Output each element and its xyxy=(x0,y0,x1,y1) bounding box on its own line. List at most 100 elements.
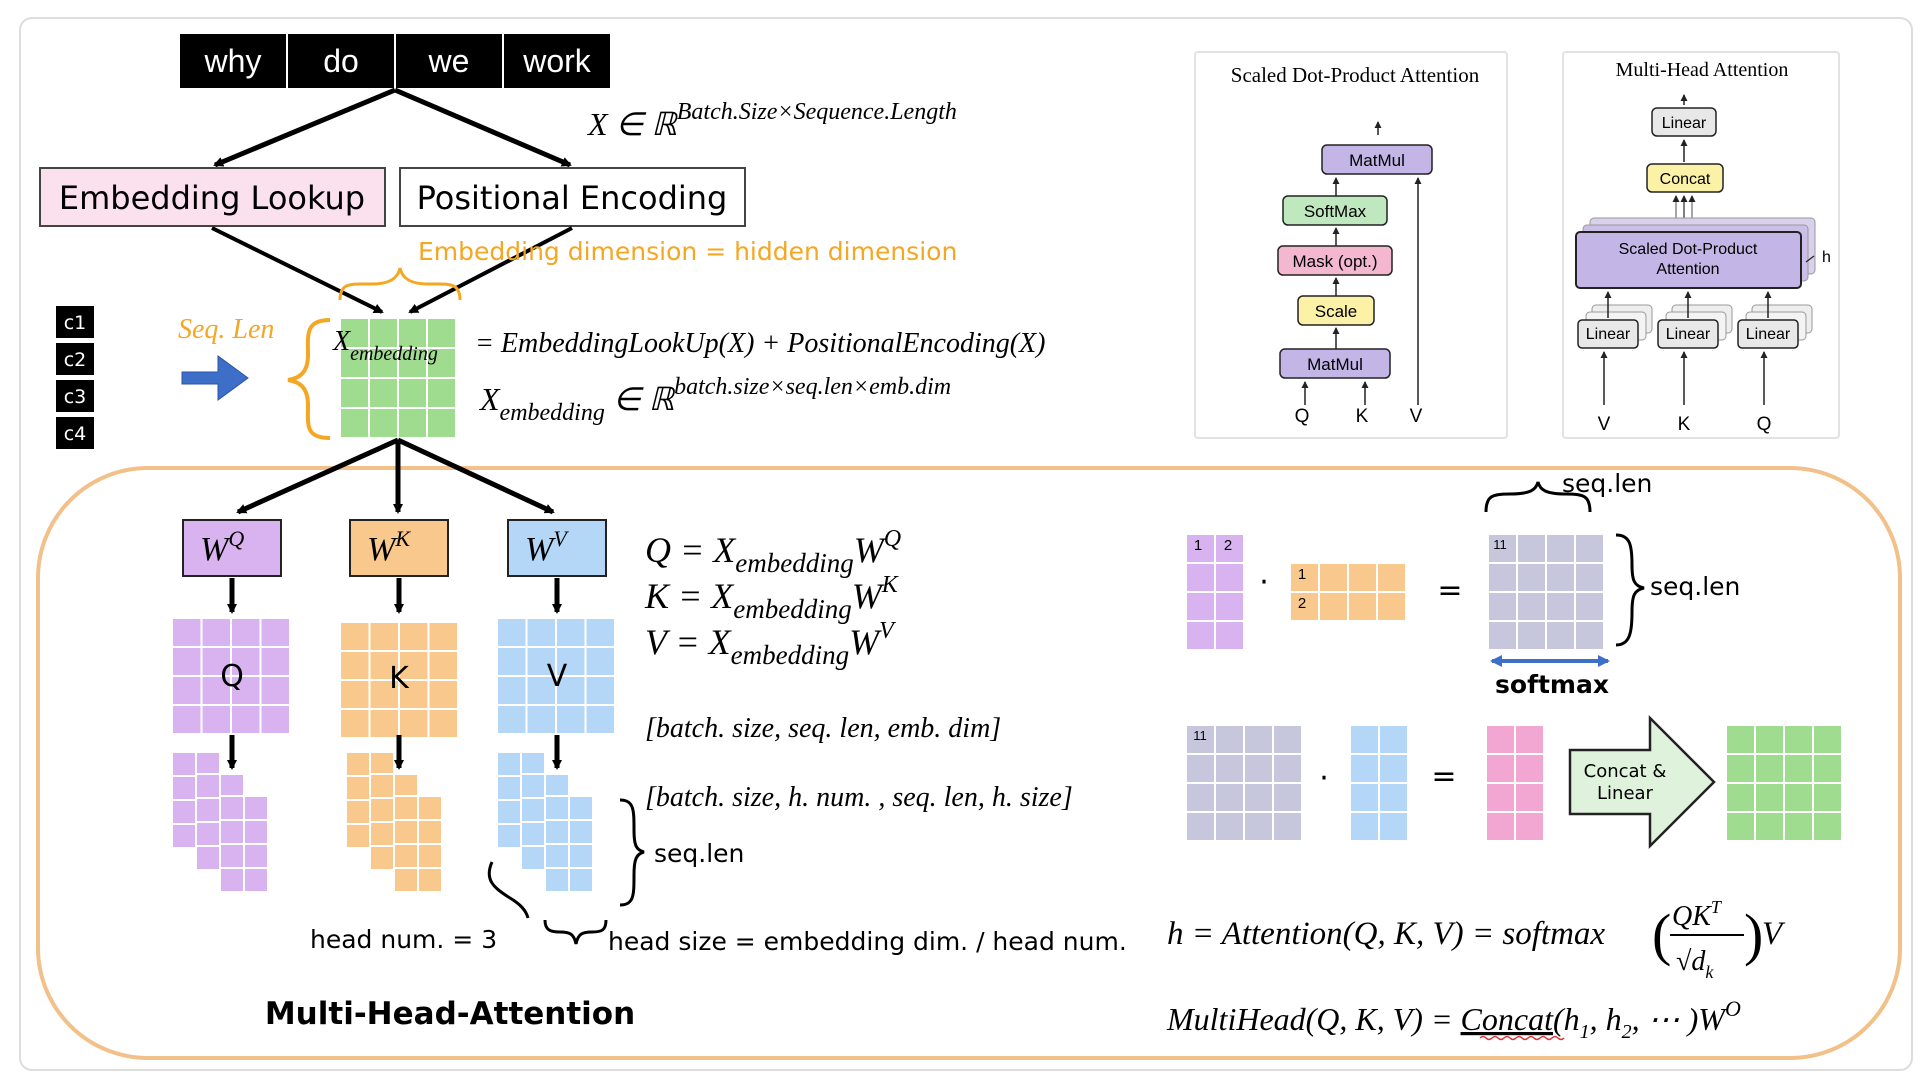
mha-linear-top-label: Linear xyxy=(1662,115,1707,132)
equals-operator-2: = xyxy=(1431,759,1456,794)
softmax-label: softmax xyxy=(1495,670,1609,699)
dot-operator: · xyxy=(1259,565,1269,600)
head-stack-brace xyxy=(487,861,530,919)
q-head-matrix-cell xyxy=(1214,591,1245,622)
score2-cell-label: 11 xyxy=(1193,728,1207,743)
q-head-stack xyxy=(219,795,269,893)
mha-linear-label: Linear xyxy=(1746,326,1791,343)
attention-denominator: √dk xyxy=(1676,946,1714,982)
arrow-to-embedding xyxy=(213,87,396,168)
k-matrix-cell xyxy=(339,650,371,681)
q-head-matrix-cell xyxy=(1214,533,1245,564)
v-head-stack-cell xyxy=(568,819,594,845)
k-head-stack xyxy=(393,795,443,893)
k-head-stack-cell xyxy=(369,821,395,847)
v-head-matrix-cell xyxy=(1349,782,1380,813)
mha-input-label: Q xyxy=(1757,414,1772,435)
q-matrix-cell xyxy=(171,617,203,648)
q-matrix-cell xyxy=(200,704,232,735)
v-head-stack-cell xyxy=(520,797,546,823)
mha-linear-v xyxy=(1577,319,1639,349)
v-head-stack-cell xyxy=(544,773,570,799)
q-matrix-cell xyxy=(230,704,262,735)
concat-linear-label: Linear xyxy=(1597,783,1654,804)
k-matrix-cell xyxy=(427,650,459,681)
embedding-grid-cell xyxy=(339,407,370,439)
score-matrix-cell xyxy=(1487,591,1518,622)
mha-output-matrix-cell xyxy=(1754,811,1785,842)
mha-concat-label: Concat xyxy=(1660,171,1711,188)
paren-left: ( xyxy=(1652,902,1671,967)
sdpa-block-label: SoftMax xyxy=(1304,202,1367,221)
mha-linear-top xyxy=(1651,107,1717,137)
embedding-grid-cell xyxy=(426,377,457,409)
k-head-stack-cell xyxy=(393,819,419,845)
k-matrix-cell xyxy=(427,621,459,652)
q-head-matrix-cell xyxy=(1185,620,1216,651)
v-label: V xyxy=(547,659,568,694)
sdpa-panel: Scaled Dot-Product Attention MatMul Soft… xyxy=(1194,51,1508,439)
attention-formula-lhs: h = Attention(Q, K, V) = softmax xyxy=(1167,916,1605,952)
score-matrix-cell xyxy=(1545,620,1576,651)
mha-linear-label: Linear xyxy=(1666,326,1711,343)
head-num-label: head num. = 3 xyxy=(310,925,497,954)
head-output-matrix-cell xyxy=(1514,782,1545,813)
q-head-stack-cell xyxy=(243,819,269,845)
head-output-matrix-cell xyxy=(1514,811,1545,842)
mha-output-matrix-cell xyxy=(1754,753,1785,784)
arrow-to-wv xyxy=(396,437,555,515)
token-label: work xyxy=(522,43,592,79)
k-head-stack-cell xyxy=(345,823,371,849)
mha-output-matrix-cell xyxy=(1725,811,1756,842)
sdpa-softmax xyxy=(1282,195,1388,226)
attention-numerator: QKT xyxy=(1672,897,1723,932)
v-head-stack-cell xyxy=(496,823,522,849)
mha-input-label: V xyxy=(1598,414,1611,435)
mha-output-matrix-cell xyxy=(1812,782,1843,813)
k-matrix-cell xyxy=(368,621,400,652)
x-formula: X ∈ ℝBatch.Size×Sequence.Length xyxy=(586,99,957,142)
x-embedding-label: Xembedding xyxy=(332,326,438,365)
k-head-stack-cell xyxy=(345,751,371,777)
k-head-stack-cell xyxy=(393,867,419,893)
k-transpose-matrix-cell xyxy=(1289,562,1320,593)
attention-matrices xyxy=(1185,533,1843,842)
wk-label: WK xyxy=(367,526,411,568)
head-output-matrix-cell xyxy=(1514,724,1545,755)
softmax-score-matrix-cell xyxy=(1272,753,1303,784)
k-transpose-matrix-cell xyxy=(1376,562,1407,593)
wq-label: WQ xyxy=(200,526,244,568)
qkv-equations: Q = XembeddingWQ K = XembeddingWK V = Xe… xyxy=(644,526,901,670)
v-head-stack-cell xyxy=(544,819,570,845)
char-label: c4 xyxy=(64,423,87,445)
token-label: we xyxy=(428,43,470,79)
v-head-stack-cell xyxy=(496,775,522,801)
sdpa-input-label: Q xyxy=(1295,406,1310,427)
q-col-label: 2 xyxy=(1224,537,1232,554)
score-matrix-cell xyxy=(1574,591,1605,622)
mha-concat xyxy=(1646,163,1724,193)
mha-output-matrix-cell xyxy=(1783,811,1814,842)
seq-len-heads-label: seq.len xyxy=(654,839,744,868)
score-matrix-cell xyxy=(1487,562,1518,593)
head-output-matrix-cell xyxy=(1485,753,1516,784)
q-head-stack-cell xyxy=(243,867,269,893)
arrow-to-wq xyxy=(236,437,400,515)
embedding-dim-note: Embedding dimension = hidden dimension xyxy=(418,237,957,266)
q-matrix-cell xyxy=(259,617,291,648)
mha-output-matrix xyxy=(1725,724,1843,842)
v-head-matrix-cell xyxy=(1378,811,1409,842)
concat-linear-arrow xyxy=(1568,714,1716,850)
head-size-brace xyxy=(543,919,608,945)
score-matrix-cell xyxy=(1574,562,1605,593)
mha-sdpa-label: Scaled Dot-Product xyxy=(1619,241,1758,258)
embedding-grid-cell xyxy=(339,377,370,409)
q-matrix-cell xyxy=(230,617,262,648)
embedding-grid-cell xyxy=(368,377,399,409)
k-label: K xyxy=(389,661,410,696)
seq-len-right-label: seq.len xyxy=(1650,572,1740,601)
score-matrix-cell xyxy=(1516,533,1547,564)
v-head-matrix-cell xyxy=(1378,724,1409,755)
v-matrix-cell xyxy=(584,646,616,677)
positional-encoding-label: Positional Encoding xyxy=(417,179,728,217)
